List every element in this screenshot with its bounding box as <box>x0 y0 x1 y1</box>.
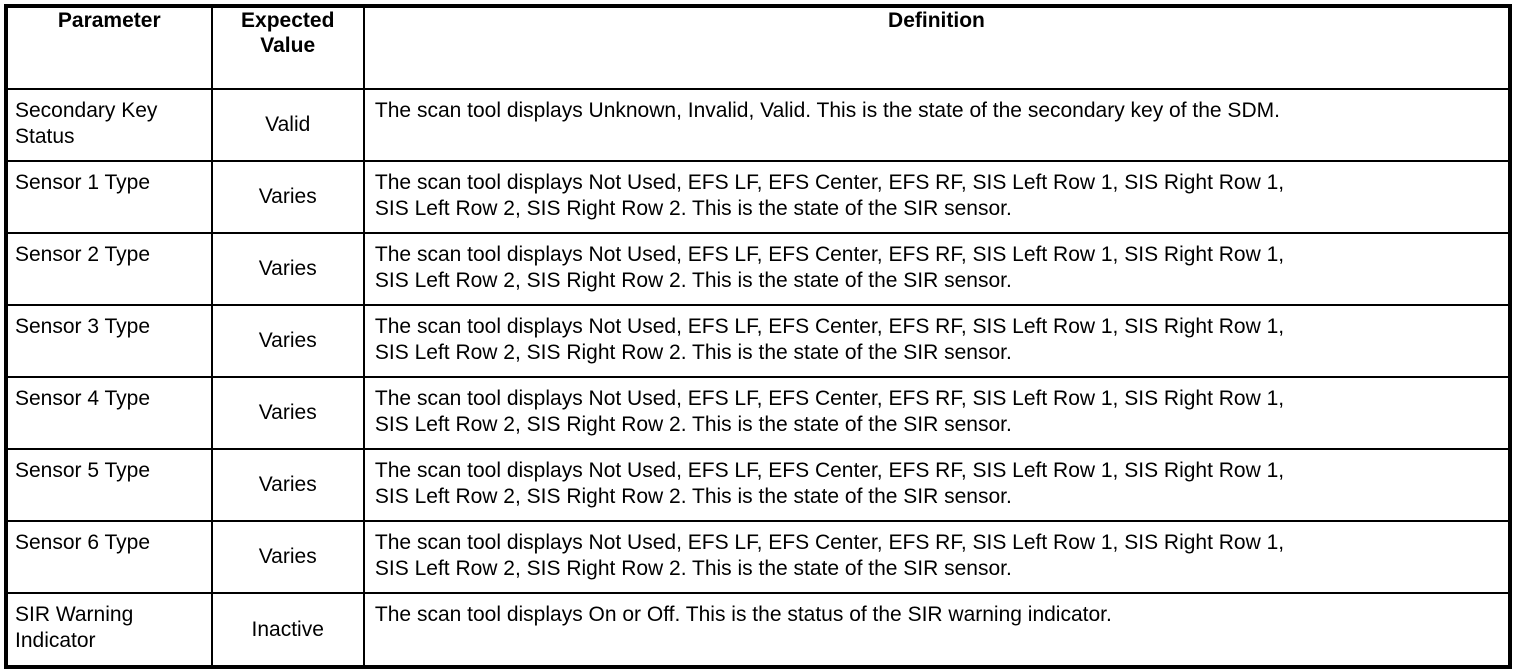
table-row: Sensor 1 Type Varies The scan tool displ… <box>6 161 1510 234</box>
cell-parameter: Secondary Key Status <box>6 89 213 162</box>
cell-definition: The scan tool displays Unknown, Invalid,… <box>363 89 1510 162</box>
cell-parameter: Sensor 2 Type <box>6 233 213 306</box>
cell-expected-value: Varies <box>211 161 365 234</box>
cell-definition: The scan tool displays On or Off. This i… <box>374 603 1112 626</box>
cell-expected-value: Valid <box>211 89 365 162</box>
table-row: Secondary Key Status Valid The scan tool… <box>6 89 1510 162</box>
column-header-definition: Definition <box>363 6 1510 90</box>
cell-definition: The scan tool displays Not Used, EFS LF,… <box>363 377 1510 450</box>
table-header: Parameter Expected Value Definition <box>6 6 1510 90</box>
cell-parameter: Sensor 4 Type <box>6 377 213 450</box>
cell-parameter: SIR Warning Indicator <box>6 593 213 667</box>
cell-parameter: Sensor 1 Type <box>6 161 213 234</box>
cell-expected-value: Varies <box>211 449 365 522</box>
cell-expected-value: Varies <box>211 377 365 450</box>
cell-definition: The scan tool displays Not Used, EFS LF,… <box>363 521 1510 594</box>
cell-expected-value: Varies <box>211 305 365 378</box>
table-row: Sensor 2 Type Varies The scan tool displ… <box>6 233 1510 306</box>
cell-expected-value: Varies <box>211 233 365 306</box>
parameter-definition-table: Parameter Expected Value Definition Seco… <box>4 4 1512 669</box>
table-body: Secondary Key Status Valid The scan tool… <box>6 89 1510 667</box>
table-row: Sensor 6 Type Varies The scan tool displ… <box>6 521 1510 594</box>
cell-definition: The scan tool displays Not Used, EFS LF,… <box>363 449 1510 522</box>
column-header-expected-value: Expected Value <box>211 6 365 90</box>
cell-definition: The scan tool displays Not Used, EFS LF,… <box>363 233 1510 306</box>
cell-definition: The scan tool displays Not Used, EFS LF,… <box>363 305 1510 378</box>
cell-parameter: Sensor 5 Type <box>6 449 213 522</box>
table-row: Sensor 4 Type Varies The scan tool displ… <box>6 377 1510 450</box>
cell-parameter: Sensor 6 Type <box>6 521 213 594</box>
table-header-row: Parameter Expected Value Definition <box>6 6 1510 90</box>
cell-definition: The scan tool displays Not Used, EFS LF,… <box>363 161 1510 234</box>
cell-expected-value: Inactive <box>211 593 365 667</box>
cell-parameter: Sensor 3 Type <box>6 305 213 378</box>
table-row: Sensor 3 Type Varies The scan tool displ… <box>6 305 1510 378</box>
cell-expected-value: Varies <box>211 521 365 594</box>
table-row: SIR Warning Indicator Inactive The scan … <box>6 593 1510 667</box>
column-header-parameter: Parameter <box>6 6 213 90</box>
table-row: Sensor 5 Type Varies The scan tool displ… <box>6 449 1510 522</box>
